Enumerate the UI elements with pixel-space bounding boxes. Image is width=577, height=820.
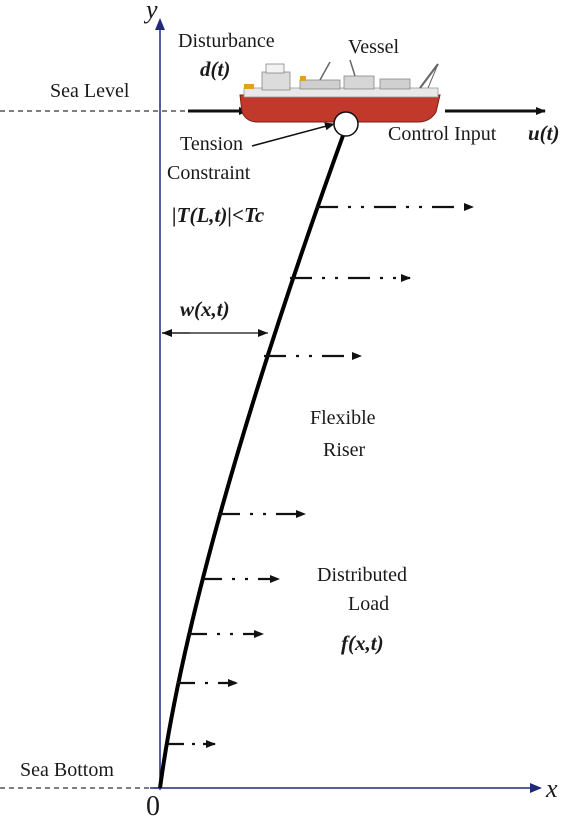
sea-level-label: Sea Level bbox=[50, 80, 130, 102]
control-input-symbol: u(t) bbox=[528, 121, 560, 145]
load-label-line1: Distributed bbox=[317, 564, 407, 586]
tension-label-line1: Tension bbox=[180, 133, 243, 155]
vessel-deck bbox=[243, 87, 439, 98]
load-symbol: f(x,t) bbox=[341, 631, 384, 655]
disturbance-symbol: d(t) bbox=[200, 57, 230, 81]
y-axis-label: y bbox=[143, 0, 158, 24]
tension-pointer-arrow bbox=[251, 122, 335, 147]
sea-bottom-label: Sea Bottom bbox=[20, 759, 114, 781]
distributed-load-arrows bbox=[168, 203, 474, 748]
vessel-hull bbox=[239, 94, 441, 123]
x-axis-label: x bbox=[545, 774, 558, 803]
riser-label-line1: Flexible bbox=[310, 407, 376, 429]
tension-label-line2: Constraint bbox=[167, 162, 251, 184]
origin-label: 0 bbox=[146, 791, 160, 820]
load-label-line2: Load bbox=[348, 593, 389, 615]
vessel-graphic bbox=[239, 59, 441, 123]
deflection-label: w(x,t) bbox=[180, 297, 230, 321]
deflection-arrowhead-right bbox=[258, 329, 268, 337]
disturbance-label: Disturbance bbox=[178, 30, 275, 52]
flexible-riser bbox=[158, 129, 347, 789]
riser-label-line2: Riser bbox=[323, 439, 366, 461]
vessel-label: Vessel bbox=[348, 36, 400, 58]
control-input-label: Control Input bbox=[388, 123, 497, 145]
riser-top-joint bbox=[333, 111, 359, 137]
tension-formula: |T(L,t)|<Tc bbox=[172, 203, 265, 227]
